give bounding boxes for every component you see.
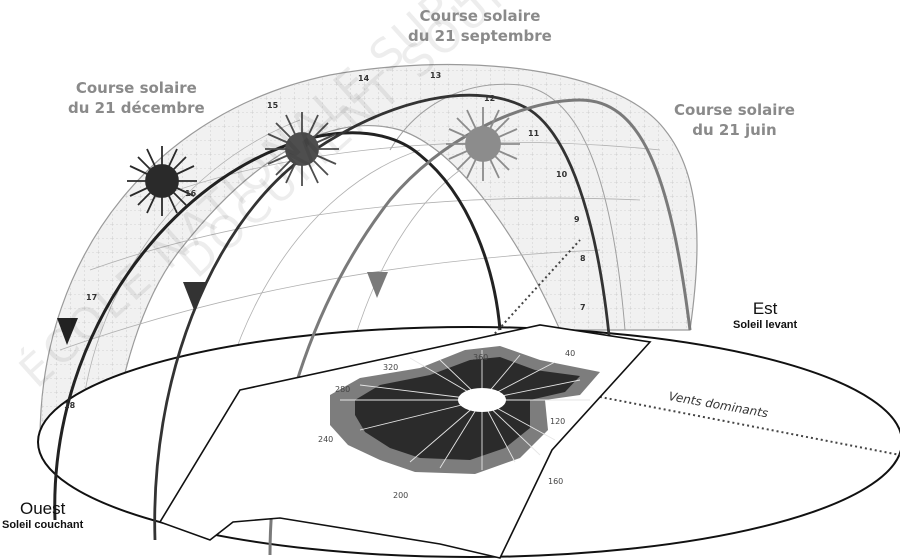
deg-240: 240: [318, 435, 333, 444]
label-september-line2: du 21 septembre: [408, 27, 552, 46]
label-june: Course solaire du 21 juin: [674, 100, 795, 141]
hour-12: 12: [484, 94, 495, 103]
hour-labels: 7 8 9 10 11 12 13 14 15 16 17 18: [64, 71, 586, 410]
deg-160: 160: [548, 477, 563, 486]
hour-8: 8: [580, 254, 586, 263]
hour-16: 16: [185, 189, 197, 198]
deg-200: 200: [393, 491, 408, 500]
label-december-line2: du 21 décembre: [68, 99, 205, 118]
arrow-june: [367, 272, 388, 298]
east-title: Est: [752, 299, 778, 318]
hour-13: 13: [430, 71, 441, 80]
west-title: Ouest: [19, 499, 66, 518]
hour-9: 9: [574, 215, 580, 224]
label-september-line1: Course solaire: [419, 7, 541, 25]
deg-280: 280: [335, 385, 350, 394]
arrow-september: [183, 282, 206, 310]
deg-40: 40: [565, 349, 575, 358]
hour-10: 10: [556, 170, 568, 179]
label-june-line2: du 21 juin: [692, 121, 777, 140]
wind-rose-center: [458, 388, 506, 412]
label-december-line1: Course solaire: [75, 79, 197, 97]
hour-14: 14: [358, 74, 370, 83]
axis-line: [477, 239, 581, 353]
deg-320: 320: [383, 363, 398, 372]
sun-june: [446, 107, 520, 181]
hour-18: 18: [64, 401, 76, 410]
hour-7: 7: [580, 303, 586, 312]
west-subtitle: Soleil couchant: [2, 518, 84, 531]
deg-360: 360: [473, 353, 488, 362]
label-east: Est Soleil levant: [733, 299, 798, 331]
path-september: [153, 93, 612, 541]
label-september: Course solaire du 21 septembre: [408, 6, 552, 47]
sky-dome-grid: [40, 64, 698, 450]
deg-120: 120: [550, 417, 565, 426]
label-west: Ouest Soleil couchant: [2, 499, 84, 531]
wind-rose-degree-labels: 320 360 40 280 120 240 160 200: [318, 349, 575, 500]
dome-back-arch: [389, 83, 626, 331]
arrow-december: [57, 318, 78, 345]
label-june-line1: Course solaire: [674, 101, 795, 119]
sun-september: [265, 112, 339, 186]
sun-december: [127, 146, 197, 216]
hour-17: 17: [86, 293, 97, 302]
hour-11: 11: [528, 129, 540, 138]
east-subtitle: Soleil levant: [733, 318, 798, 331]
hour-15: 15: [267, 101, 279, 110]
label-december: Course solaire du 21 décembre: [68, 78, 205, 119]
